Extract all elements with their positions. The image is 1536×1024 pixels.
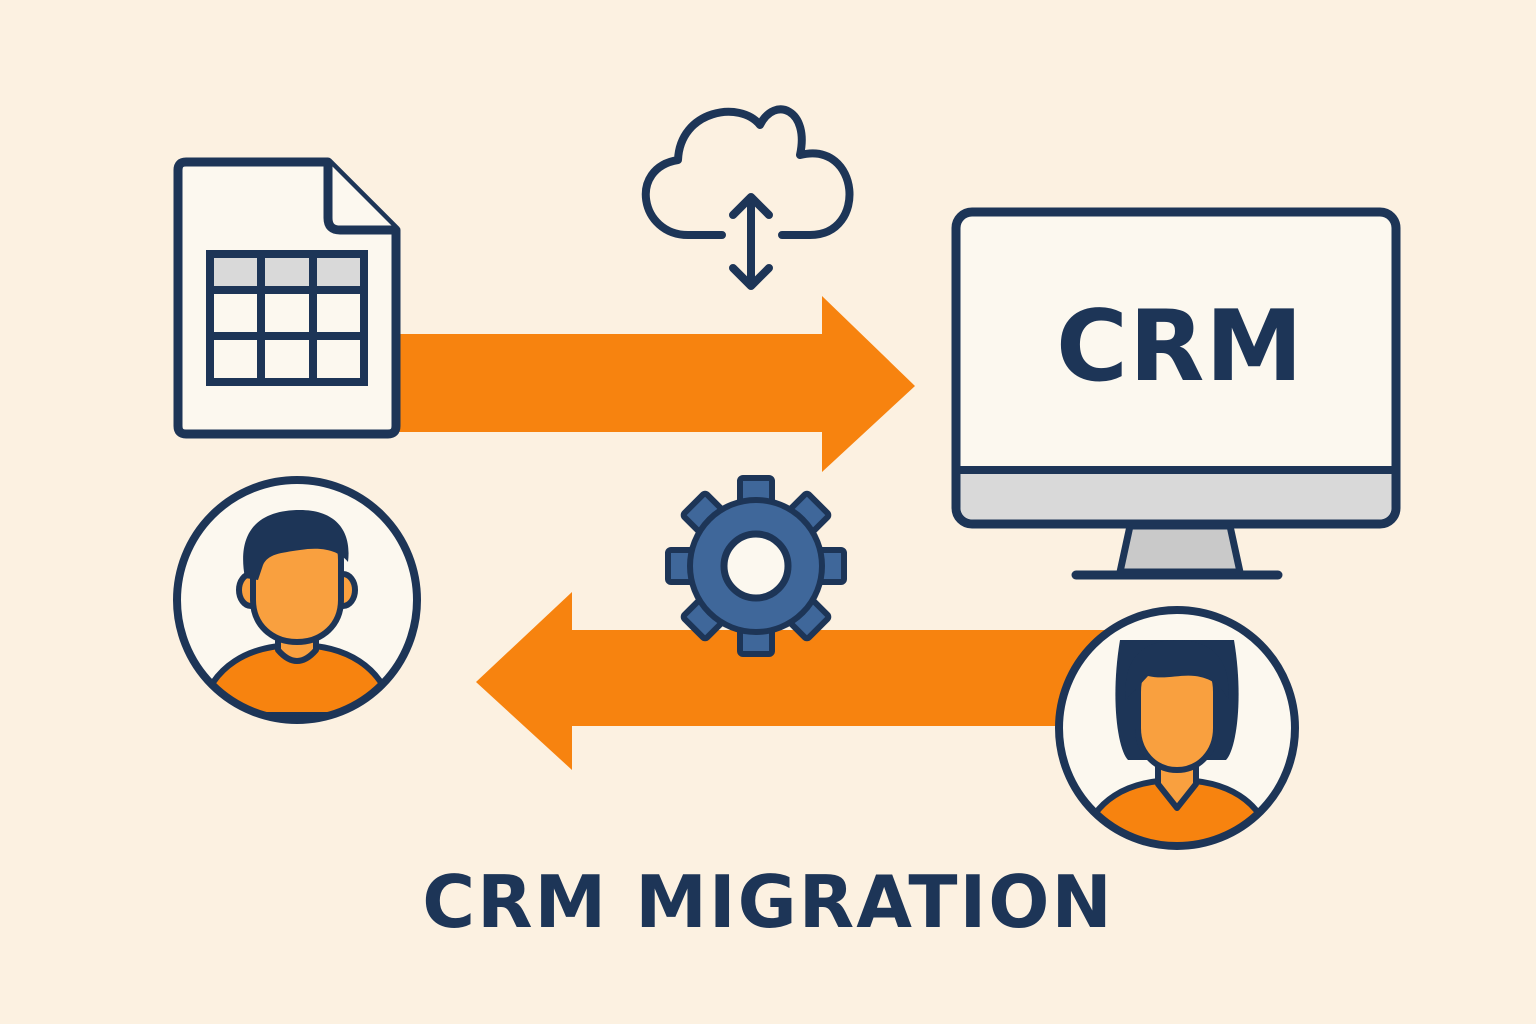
cloud-sync-icon <box>641 105 854 290</box>
female-user-avatar-icon <box>1055 606 1299 850</box>
male-user-avatar-icon <box>173 476 421 724</box>
right-arrow-icon <box>380 296 915 472</box>
spreadsheet-icon <box>173 157 401 439</box>
page-title: CRM MIGRATION <box>422 860 1114 944</box>
monitor-icon <box>951 207 1401 580</box>
left-arrow-icon <box>476 592 1110 770</box>
monitor-screen-label: CRM <box>1056 290 1304 404</box>
gear-icon <box>665 475 847 657</box>
